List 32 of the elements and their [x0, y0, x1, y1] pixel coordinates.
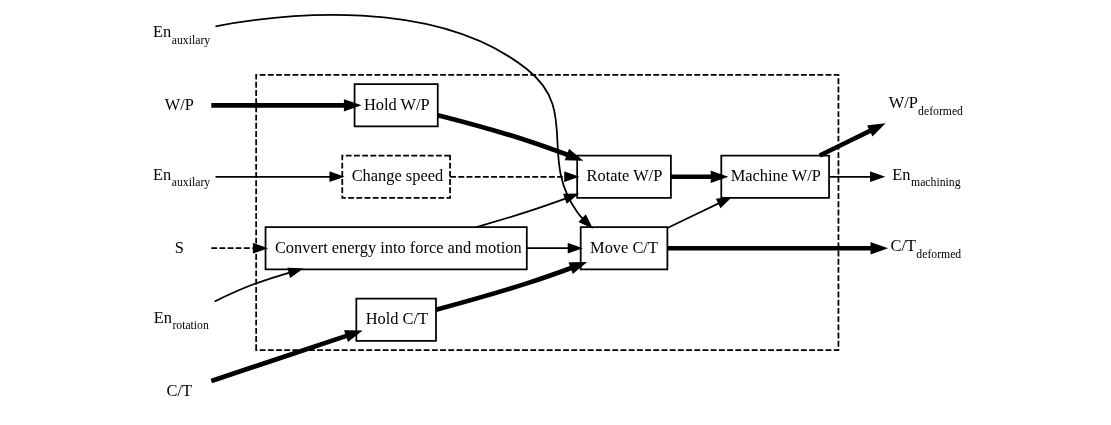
node-text: S — [174, 237, 184, 257]
node-box: Hold C/T — [355, 297, 437, 342]
node-text: En$_{rotation}$ — [153, 307, 209, 333]
node-box: Move C/T — [579, 226, 669, 271]
node-box: Convert energy into force and motion — [264, 226, 528, 271]
arrow — [210, 242, 269, 254]
arrow — [214, 14, 594, 229]
cluster — [255, 73, 840, 352]
arrow — [214, 171, 345, 183]
node-text: En$_{auxilary}$ — [153, 164, 211, 190]
node-box: Machine W/P — [720, 154, 830, 199]
node-text: W/P$_{deformed}$ — [888, 93, 963, 118]
node-box: Rotate W/P — [576, 154, 672, 199]
node-text: C/T — [166, 380, 193, 400]
arrow — [818, 123, 886, 158]
arrow — [213, 267, 304, 303]
node-box: Hold W/P — [353, 83, 439, 128]
node-text: C/T$_{deformed}$ — [890, 236, 962, 261]
arrow — [437, 112, 584, 161]
arrow — [449, 171, 580, 183]
arrow — [210, 330, 363, 384]
arrow — [828, 171, 886, 183]
arrow — [666, 196, 732, 229]
node-text: En$_{auxilary}$ — [153, 22, 211, 47]
arrow — [526, 242, 583, 254]
arrow — [667, 242, 889, 255]
arrow — [435, 262, 588, 312]
node-box: Change speed — [341, 154, 451, 199]
arrow — [671, 170, 729, 183]
node-text: W/P — [164, 94, 194, 114]
node-text: En$_{machining}$ — [892, 164, 961, 190]
arrow — [211, 99, 362, 112]
